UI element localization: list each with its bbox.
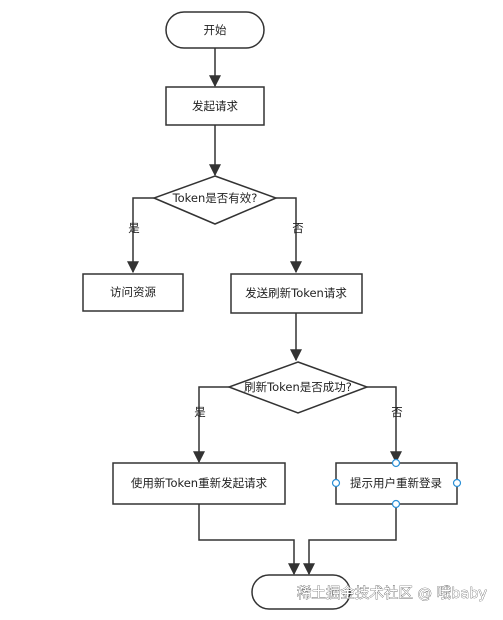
edges [127,48,402,576]
connection-handle-top[interactable] [391,458,401,468]
node-start-label: 开始 [204,23,227,37]
node-access-resource[interactable]: 访问资源 [82,273,184,312]
node-resend-request-label: 使用新Token重新发起请求 [131,476,268,490]
label-refresh-no: 否 [391,405,403,419]
node-send-request[interactable]: 发起请求 [165,86,265,126]
node-prompt-relogin[interactable]: 提示用户重新登录 [331,458,462,509]
edge-token-no [276,197,302,274]
connection-handle-left[interactable] [331,478,341,488]
connection-handle-right[interactable] [452,478,462,488]
edge-resend-to-end [198,504,300,576]
watermark-text: 稀土掘金技术社区 @ 哦baby [297,585,488,602]
edge-relogin-to-end [303,504,397,576]
node-send-refresh[interactable]: 发送刷新Token请求 [230,273,363,314]
node-end[interactable] [251,574,351,610]
edge-refresh-yes [193,386,229,464]
label-token-yes: 是 [128,221,140,235]
label-token-no: 否 [292,221,304,235]
node-access-resource-label: 访问资源 [110,285,156,299]
node-token-valid-label: Token是否有效? [172,191,258,205]
connection-handle-bottom[interactable] [391,499,401,509]
node-refresh-success-decision[interactable]: 刷新Token是否成功? [226,361,370,414]
edge-token-yes [127,197,154,274]
node-token-valid-decision[interactable]: Token是否有效? [151,175,279,225]
node-start[interactable]: 开始 [165,11,265,49]
node-send-refresh-label: 发送刷新Token请求 [245,286,347,300]
node-prompt-relogin-label: 提示用户重新登录 [350,476,442,490]
node-send-request-label: 发起请求 [192,99,238,113]
edge-refresh-no [367,386,402,464]
label-refresh-yes: 是 [194,405,206,419]
node-refresh-success-label: 刷新Token是否成功? [244,380,352,394]
node-resend-request[interactable]: 使用新Token重新发起请求 [112,462,286,505]
